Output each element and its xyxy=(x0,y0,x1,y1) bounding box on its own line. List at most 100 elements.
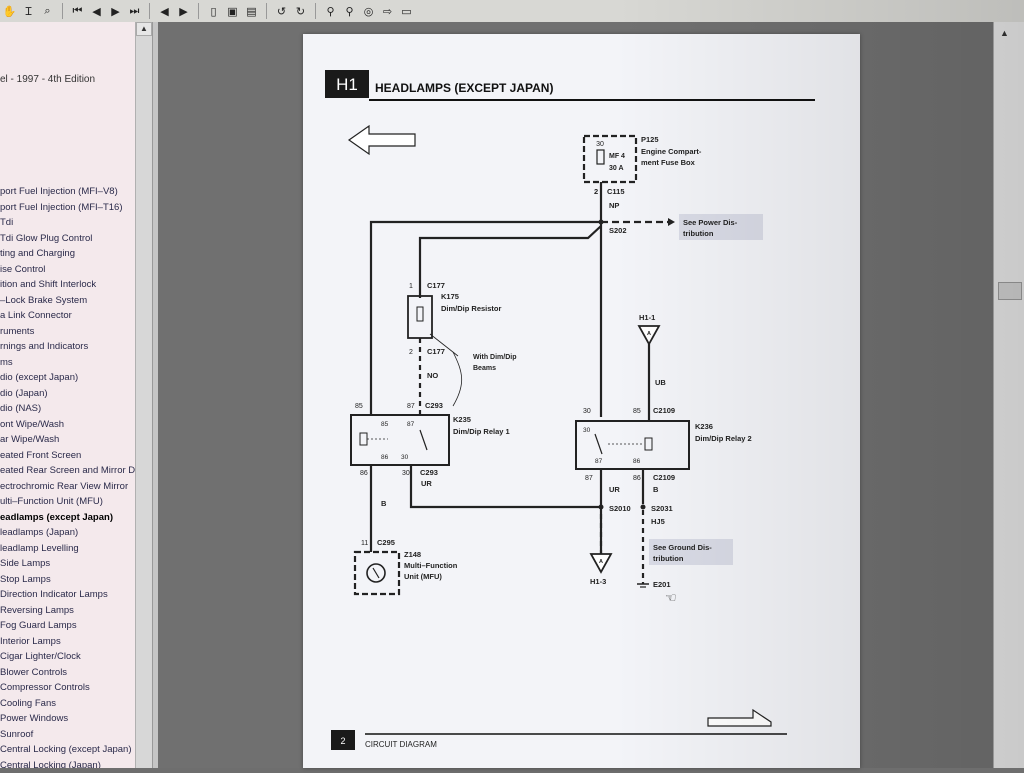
h1-3-label: H1-3 xyxy=(590,577,606,586)
bookmark-item[interactable]: –Lock Brake System xyxy=(0,294,88,306)
bookmark-item[interactable]: Central Locking (except Japan) xyxy=(0,744,132,755)
zoom-tool-icon[interactable]: ⌕ xyxy=(44,4,51,17)
h1-1-label: H1-1 xyxy=(639,313,655,322)
hj5-label: HJ5 xyxy=(651,517,665,526)
relay2-pin-87: 87 xyxy=(585,475,593,482)
c2109-bottom-label: C2109 xyxy=(653,473,675,482)
bookmark-item[interactable]: dio (except Japan) xyxy=(0,372,79,383)
last-page-icon[interactable]: ⏭ xyxy=(129,4,140,17)
select-text-icon[interactable]: Ɪ xyxy=(25,4,32,18)
bookmark-item[interactable]: ulti–Function Unit (MFU) xyxy=(0,496,103,507)
wire-to-relay1-85 xyxy=(369,220,601,415)
bookmark-item[interactable]: dio (Japan) xyxy=(0,387,48,399)
bookmark-item[interactable]: dio (NAS) xyxy=(0,403,42,414)
bookmark-item[interactable]: Reversing Lamps xyxy=(0,604,74,616)
relay2-body xyxy=(575,420,690,470)
bookmark-item[interactable]: ont Wipe/Wash xyxy=(0,418,65,430)
bookmark-item[interactable]: Central Locking (Japan) xyxy=(0,759,101,769)
z148-id: Z148 xyxy=(404,550,421,559)
hand-tool-icon[interactable]: ✋ xyxy=(2,4,17,18)
fit-page-icon[interactable]: ▣ xyxy=(227,4,238,18)
circuit-diagram: H1 HEADLAMPS (EXCEPT JAPAN) 30 MF 4 30 A… xyxy=(325,70,815,750)
fuse-box-label: ment Fuse Box xyxy=(641,158,696,167)
bookmark-item[interactable]: Power Windows xyxy=(0,713,69,724)
attach-icon[interactable]: ▭ xyxy=(401,4,412,18)
page-number: 2 xyxy=(340,736,345,746)
relay2-coil-icon xyxy=(644,437,653,451)
search-icon[interactable]: ⚲ xyxy=(345,4,354,18)
annotation-curve xyxy=(452,351,463,407)
bookmark-item[interactable]: port Fuel Injection (MFI–V8) xyxy=(0,186,118,197)
power-dist-label: tribution xyxy=(683,229,714,238)
actual-size-icon[interactable]: ▯ xyxy=(210,4,217,18)
next-page-icon[interactable]: ▶ xyxy=(111,4,120,18)
go-back-icon[interactable]: ◀ xyxy=(160,4,169,18)
bookmark-item[interactable]: eated Front Screen xyxy=(0,449,82,461)
bookmark-item[interactable]: Tdi Glow Plug Control xyxy=(0,232,93,244)
h1-1-letter: A xyxy=(647,331,651,337)
bookmark-item[interactable]: ise Control xyxy=(0,263,46,275)
bookmark-item[interactable]: eadlamps (except Japan) xyxy=(0,511,113,523)
scroll-up-icon[interactable]: ▲ xyxy=(136,22,152,36)
go-forward-icon[interactable]: ▶ xyxy=(179,4,188,18)
bookmarks-scrollbar[interactable]: ▲ xyxy=(135,22,152,768)
np-label: NP xyxy=(609,201,619,210)
bookmark-item[interactable]: ruments xyxy=(0,325,35,337)
previous-page-icon[interactable]: ◀ xyxy=(92,4,101,18)
toolbar-divider xyxy=(266,3,267,19)
bookmark-item[interactable]: ectrochromic Rear View Mirror xyxy=(0,480,129,492)
ur-label: UR xyxy=(421,479,432,488)
previous-page-arrow-icon[interactable] xyxy=(347,124,416,156)
bookmark-item[interactable]: Stop Lamps xyxy=(0,573,51,585)
k235-name: Dim/Dip Relay 1 xyxy=(453,427,510,436)
ground-dist-label: tribution xyxy=(653,554,684,563)
k236-name: Dim/Dip Relay 2 xyxy=(695,434,752,443)
find-icon[interactable]: ⚲ xyxy=(326,4,335,18)
bookmark-item[interactable]: a Link Connector xyxy=(0,310,72,321)
s2031-label: S2031 xyxy=(651,504,673,513)
with-beams-note: Beams xyxy=(473,365,496,372)
c293-bottom-label: C293 xyxy=(420,468,438,477)
relay1-inner-85: 85 xyxy=(381,421,389,428)
rotate-right-icon[interactable]: ↻ xyxy=(295,4,306,18)
fuse-box-outline xyxy=(582,134,638,184)
ub-label: UB xyxy=(655,378,666,387)
bookmark-item[interactable]: Blower Controls xyxy=(0,666,68,678)
relay2-ur-label: UR xyxy=(609,485,620,494)
c177-top-label: C177 xyxy=(427,281,445,290)
relay1-pin-86: 86 xyxy=(360,470,368,477)
resistor-body xyxy=(407,295,433,339)
bookmark-item[interactable]: Sunroof xyxy=(0,728,34,740)
bookmark-item[interactable]: ms xyxy=(0,356,13,368)
rotate-left-icon[interactable]: ↺ xyxy=(276,4,287,18)
bookmark-item[interactable]: Direction Indicator Lamps xyxy=(0,589,108,600)
bookmark-item[interactable]: Cigar Lighter/Clock xyxy=(0,651,81,662)
bookmark-item[interactable]: Interior Lamps xyxy=(0,635,61,647)
bookmark-item[interactable]: ition and Shift Interlock xyxy=(0,279,97,290)
wire-ur xyxy=(409,465,601,509)
annotation-leader xyxy=(429,333,459,357)
bookmark-item[interactable]: Side Lamps xyxy=(0,558,51,569)
bookmark-item[interactable]: ar Wipe/Wash xyxy=(0,434,60,445)
c295-pin: 11 xyxy=(361,540,368,547)
bookmark-item[interactable]: leadlamps (Japan) xyxy=(0,527,79,538)
export-icon[interactable]: ⇨ xyxy=(382,4,393,18)
viewer-scrollbar[interactable]: ▲ xyxy=(993,22,1024,768)
bookmark-item[interactable]: rnings and Indicators xyxy=(0,341,89,352)
bookmark-item[interactable]: port Fuel Injection (MFI–T16) xyxy=(0,201,123,213)
bookmark-item[interactable]: eated Rear Screen and Mirror De xyxy=(0,465,141,476)
bookmark-item[interactable]: Cooling Fans xyxy=(0,697,56,709)
next-page-arrow-icon[interactable] xyxy=(707,708,772,727)
scroll-up-icon[interactable]: ▲ xyxy=(1000,28,1009,38)
relay1-body xyxy=(350,414,450,466)
first-page-icon[interactable]: ⏮ xyxy=(72,4,83,17)
bookmark-item[interactable]: leadlamp Levelling xyxy=(0,542,79,554)
bookmark-item[interactable]: Tdi xyxy=(0,217,14,228)
mfu-outline xyxy=(353,550,401,596)
bookmark-item[interactable]: Fog Guard Lamps xyxy=(0,620,77,631)
bookmark-item[interactable]: Compressor Controls xyxy=(0,682,90,693)
web-link-icon[interactable]: ◎ xyxy=(363,4,374,18)
scroll-thumb[interactable] xyxy=(998,282,1022,300)
fit-width-icon[interactable]: ▤ xyxy=(246,4,257,18)
bookmark-item[interactable]: ting and Charging xyxy=(0,248,75,259)
